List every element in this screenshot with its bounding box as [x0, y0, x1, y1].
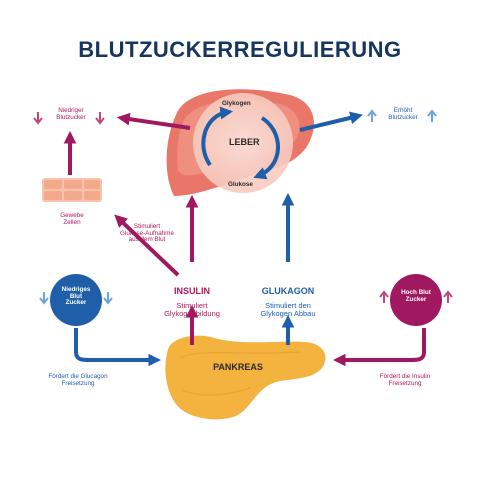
- high-blood-sugar-circle: [390, 274, 442, 326]
- glucagon-label: GLUKAGON: [261, 286, 315, 296]
- liver-glucose-label: Glukose: [228, 181, 253, 188]
- pancreas-label: PANKREAS: [213, 362, 263, 372]
- pancreas-illustration: [165, 335, 326, 420]
- insulin-pathway: [63, 112, 426, 367]
- high-trend-up-icons: [367, 109, 437, 122]
- glucagon-pathway: [74, 111, 363, 367]
- insulin-label: INSULIN: [174, 286, 210, 296]
- liver-cycle-arrows: [201, 106, 280, 180]
- low-trend-down-icons: [33, 112, 105, 125]
- tissue-cells-illustration: [42, 178, 102, 202]
- circle-high-icons: [379, 290, 453, 303]
- liver-glycogen-label: Glykogen: [222, 100, 251, 107]
- low-blood-sugar-circle: [50, 274, 102, 326]
- liver-name-label: LEBER: [229, 137, 260, 147]
- circle-low-icons: [39, 292, 113, 305]
- page-title: BLUTZUCKERREGULIERUNG: [78, 37, 402, 62]
